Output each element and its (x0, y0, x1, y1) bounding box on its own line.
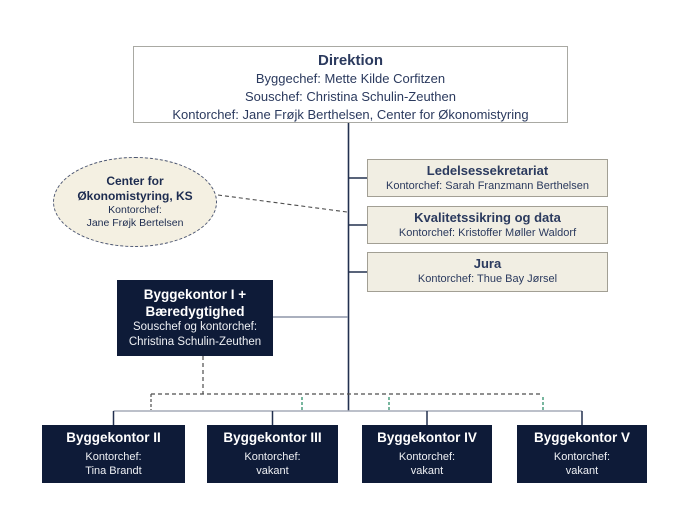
byggekontor3-role: Kontorchef: (244, 451, 301, 463)
jura-box: Jura Kontorchef: Thue Bay Jørsel (367, 252, 608, 292)
byggekontor5-title: Byggekontor V (533, 430, 630, 445)
byggekontor2-box: Byggekontor II Kontorchef: Tina Brandt (42, 425, 185, 483)
byggekontor4-role: Kontorchef: (398, 451, 456, 463)
direktion-line-byggechef: Byggechef: Mette Kilde Corfitzen (255, 71, 446, 86)
ellipse-title-line2: Økonomistyring, KS (77, 189, 193, 203)
ellipse-name: Jane Frøjk Bertelsen (86, 217, 184, 229)
byggekontor3-name: vakant (256, 465, 289, 477)
ledelsessekretariat-subtitle: Kontorchef: Sarah Franzmann Berthelsen (385, 180, 589, 192)
ledelsessekretariat-title: Ledelsessekretariat (426, 163, 549, 178)
ellipse-title-line1: Center for (106, 174, 164, 188)
byggekontor2-name: Tina Brandt (85, 465, 142, 477)
byggekontor2-role: Kontorchef: (85, 451, 142, 463)
ledelsessekretariat-box: Ledelsessekretariat Kontorchef: Sarah Fr… (367, 159, 608, 197)
kvalitetssikring-title: Kvalitetssikring og data (414, 210, 561, 225)
byggekontor4-title: Byggekontor IV (377, 430, 477, 445)
byggekontor1-title-line2: Bæredygtighed (145, 304, 245, 319)
direktion-line-souschef: Souschef: Christina Schulin-Zeuthen (244, 89, 456, 104)
byggekontor4-name: vakant (410, 465, 444, 477)
byggekontor3-box: Byggekontor III Kontorchef: vakant (207, 425, 338, 483)
byggekontor1-box: Byggekontor I + Bæredygtighed Souschef o… (117, 280, 273, 356)
kvalitetssikring-subtitle: Kontorchef: Kristoffer Møller Waldorf (398, 227, 577, 239)
byggekontor2-title: Byggekontor II (66, 430, 161, 445)
byggekontor5-name: vakant (565, 465, 599, 477)
byggekontor3-title: Byggekontor III (223, 430, 322, 445)
byggekontor5-role: Kontorchef: (553, 451, 611, 463)
kvalitetssikring-box: Kvalitetssikring og data Kontorchef: Kri… (367, 206, 608, 244)
byggekontor5-box: Byggekontor V Kontorchef: vakant (517, 425, 647, 483)
direktion-line-kontorchef: Kontorchef: Jane Frøjk Berthelsen, Cente… (172, 107, 529, 122)
byggekontor1-title-line1: Byggekontor I + (143, 287, 247, 302)
byggekontor4-box: Byggekontor IV Kontorchef: vakant (362, 425, 492, 483)
jura-title: Jura (473, 256, 502, 271)
byggekontor1-name: Christina Schulin-Zeuthen (128, 336, 262, 348)
direktion-title: Direktion (317, 52, 383, 69)
byggekontor1-role: Souschef og kontorchef: (132, 321, 258, 333)
center-for-okonomistyring-ellipse: Center for Økonomistyring, KS Kontorchef… (53, 157, 217, 247)
direktion-box: Direktion Byggechef: Mette Kilde Corfitz… (133, 46, 568, 123)
dashed-ellipse-connector (217, 194, 348, 213)
jura-subtitle: Kontorchef: Thue Bay Jørsel (417, 273, 558, 285)
ellipse-role: Kontorchef: (108, 204, 162, 216)
